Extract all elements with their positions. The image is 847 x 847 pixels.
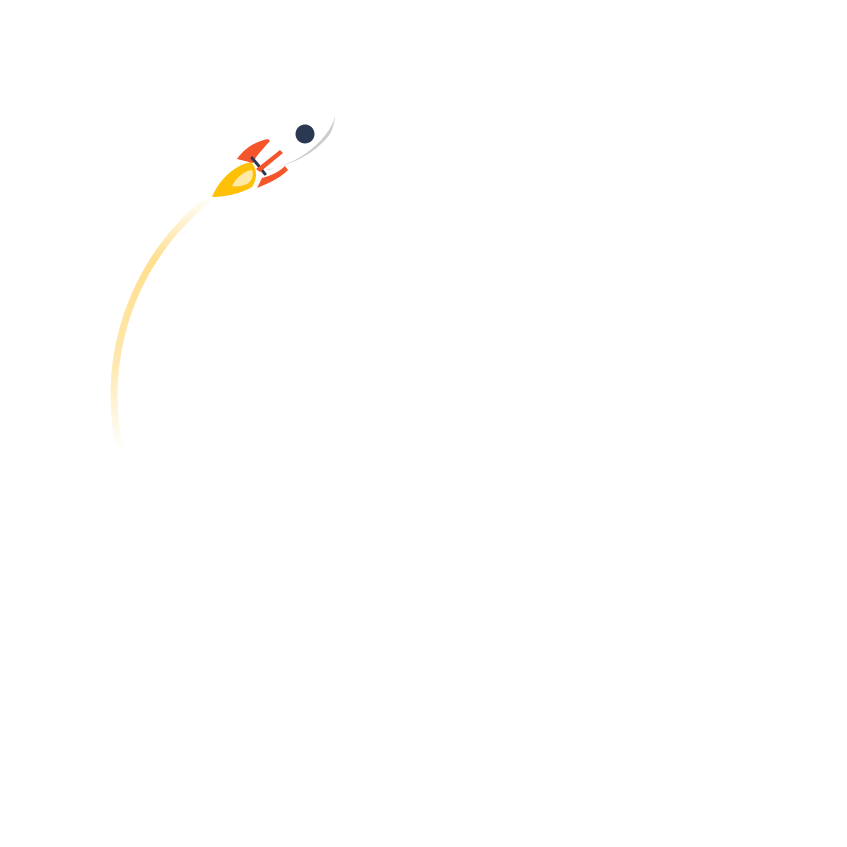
flame-inner [232, 170, 253, 187]
rocket-icon [212, 114, 335, 197]
exhaust-trail [110, 192, 216, 454]
rocket-body-shadow [262, 116, 335, 170]
rocket-fin-top [237, 139, 271, 163]
rocket-window [295, 124, 315, 144]
rocket-fin-bottom [257, 166, 288, 188]
rocket-nozzle [250, 156, 267, 176]
flame-outer [212, 162, 257, 197]
rocket-fin-middle [256, 150, 283, 172]
